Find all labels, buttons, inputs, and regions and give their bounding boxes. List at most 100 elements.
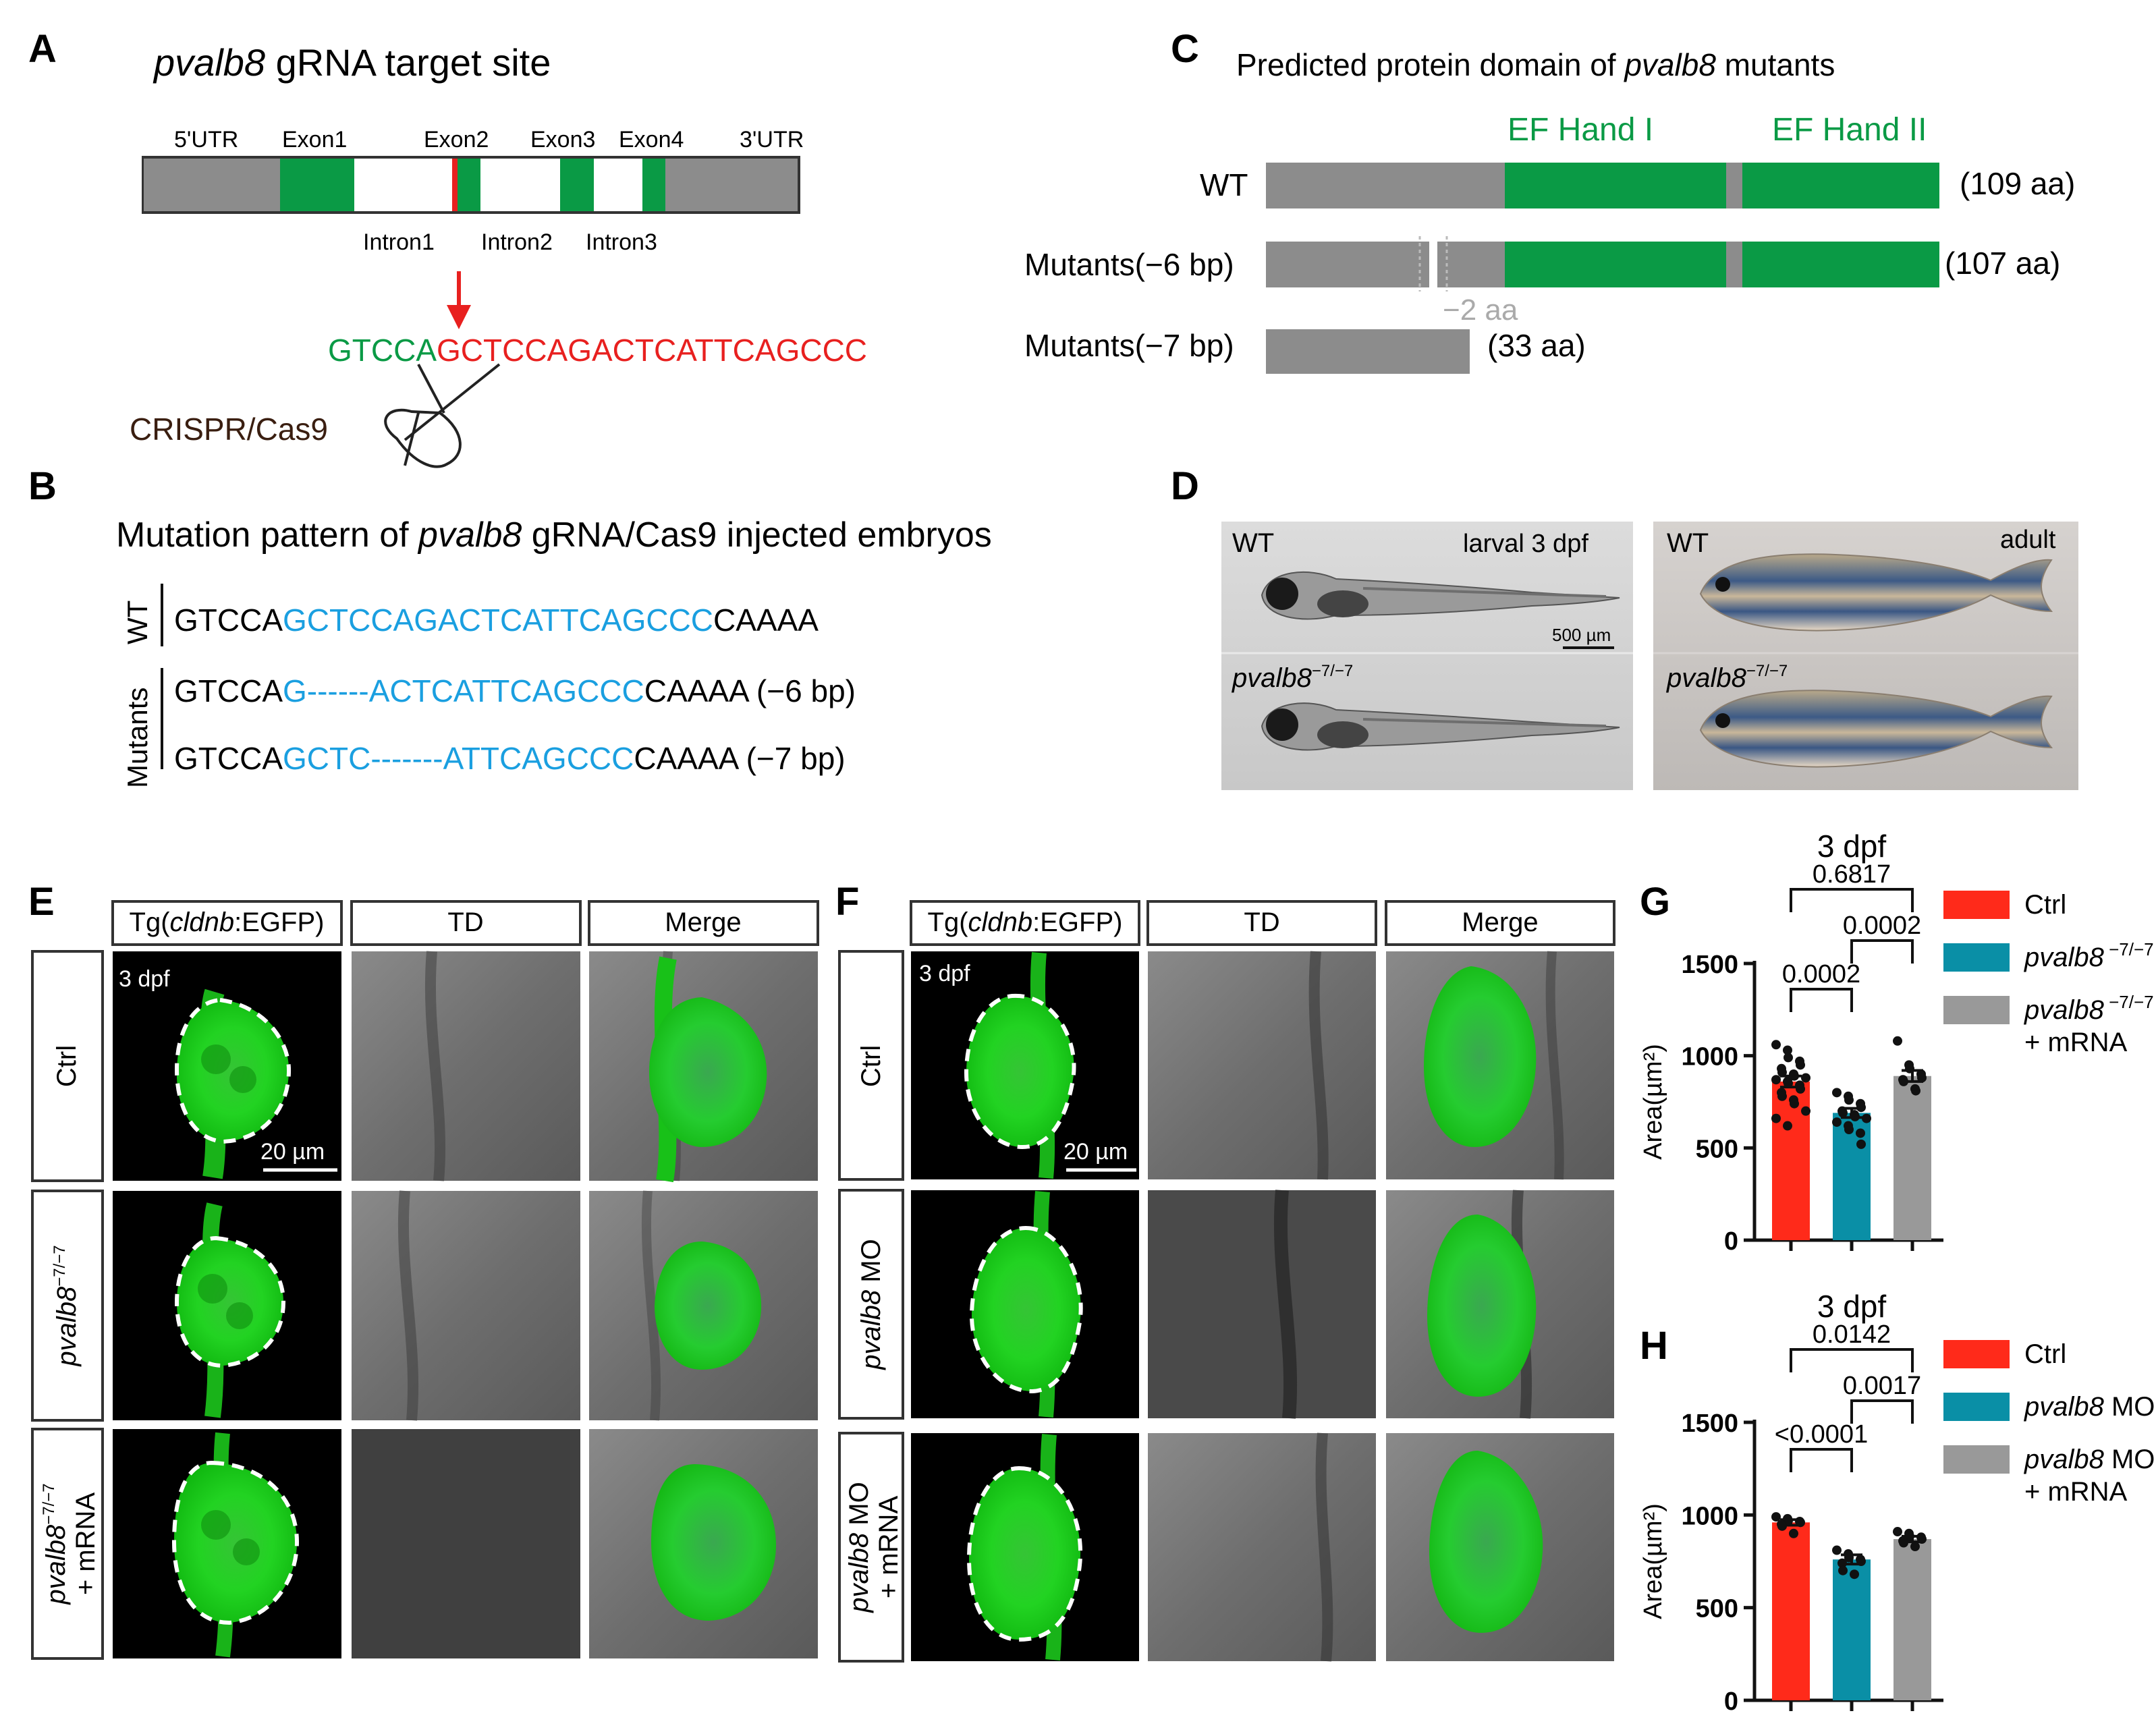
larva-wt-label: WT <box>1232 528 1274 558</box>
mutants-group-label: Mutants <box>121 688 153 788</box>
data-point <box>1862 1113 1871 1123</box>
panel-c-title: Predicted protein domain of pvalb8 mutan… <box>1236 47 1835 82</box>
p-value-label: 0.0002 <box>1843 912 1921 940</box>
data-point <box>1771 1040 1781 1050</box>
data-point <box>1771 1512 1781 1522</box>
row-box-ctrl <box>838 950 904 1181</box>
data-point <box>1789 1528 1798 1538</box>
data-point <box>1893 1527 1902 1537</box>
data-point <box>1844 1095 1854 1105</box>
larva-scale-label: 500 µm <box>1552 625 1611 645</box>
bar <box>1772 1522 1810 1700</box>
data-point <box>1784 1078 1793 1088</box>
data-point <box>1777 1067 1787 1078</box>
utr5-block <box>144 159 280 211</box>
data-point <box>1905 1531 1914 1541</box>
exon4-block <box>642 159 665 211</box>
y-tick-label: 1500 <box>1681 951 1738 979</box>
label-intron3: Intron3 <box>586 229 657 255</box>
legend-label-line2: + mRNA <box>2024 1477 2128 1507</box>
stage-label-f: 3 dpf <box>919 961 970 986</box>
comparison-bracket <box>1790 1448 1853 1472</box>
utr3-block <box>665 159 798 211</box>
data-point <box>1899 1076 1908 1086</box>
neuromast-f-ctrl <box>964 951 1537 1179</box>
col-header-merge: Merge <box>665 908 741 937</box>
panel-b: B Mutation pattern of pvalb8 gRNA/Cas9 i… <box>28 464 992 788</box>
panel-a-title: pvalb8 gRNA target site <box>153 41 551 84</box>
exon3-block <box>560 159 594 211</box>
larva-image: WT larval 3 dpf 500 µm pvalb8−7/−7 <box>1221 522 1633 790</box>
panel-letter: D <box>1171 464 1199 508</box>
cut-site-mark <box>452 159 458 211</box>
panel-b-title: Mutation pattern of pvalb8 gRNA/Cas9 inj… <box>116 515 992 555</box>
data-point <box>1790 1071 1799 1081</box>
data-point <box>1844 1553 1854 1563</box>
panel-letter-h: H <box>1640 1324 1668 1368</box>
legend-label-line2: + mRNA <box>2024 1028 2128 1057</box>
panel-letter: A <box>28 27 57 71</box>
domain-ef-hand-2: EF Hand II <box>1772 112 1927 148</box>
y-tick-label: 500 <box>1696 1135 1738 1163</box>
row-box-mo-rescue <box>838 1432 904 1663</box>
wt-protein-bar <box>1266 163 1939 208</box>
data-point <box>1832 1117 1842 1127</box>
label-exon4: Exon4 <box>619 127 684 152</box>
row-label-mutant: pvalb8−7/−7 <box>51 1245 82 1366</box>
larva-wt <box>1261 571 1620 620</box>
legend-swatch <box>1943 996 2010 1024</box>
panel-letter: E <box>28 880 55 924</box>
data-point <box>1801 1073 1811 1083</box>
cut-arrow <box>447 271 471 329</box>
col-header-box-td <box>1146 900 1377 946</box>
data-point <box>1844 1125 1854 1134</box>
row-label-ctrl: Ctrl <box>856 1045 886 1087</box>
comparison-bracket <box>1850 939 1914 964</box>
row-box-mutant <box>31 1190 104 1422</box>
row-label-rescue: pvalb8−7/−7 <box>40 1483 71 1605</box>
row-label-mut7: Mutants(−7 bp) <box>1024 328 1234 363</box>
panel-a: A pvalb8 gRNA target site 5'UTR Exon1 Ex… <box>28 27 867 468</box>
mutant2-sequence: GTCCAGCTC-------ATTCAGCCCCAAAA (−7 bp) <box>174 741 846 776</box>
data-point <box>1856 1103 1866 1113</box>
row-length-mut6: (107 aa) <box>1945 246 2060 281</box>
neuromast-e-ctrl <box>174 956 767 1183</box>
panel-letter-g: G <box>1640 880 1670 924</box>
larva-mutant <box>1261 702 1620 751</box>
data-point <box>1790 1098 1799 1109</box>
scissors-icon <box>384 363 501 468</box>
deletion-note: −2 aa <box>1443 294 1518 327</box>
panel-e: E Tg(cldnb:EGFP) TD Merge Ctrl pvalb8−7/… <box>28 880 819 1660</box>
data-point <box>1796 1060 1805 1070</box>
mutant1-sequence: GTCCAG------ACTCATTCAGCCCCAAAA (−6 bp) <box>174 673 856 708</box>
comparison-bracket <box>1790 1348 1914 1372</box>
label-3utr: 3'UTR <box>740 127 804 152</box>
col-header-merge: Merge <box>1462 908 1538 937</box>
data-point <box>1832 1545 1842 1555</box>
legend-label: Ctrl <box>2024 890 2066 920</box>
y-axis-label: Area(µm²) <box>1639 1044 1667 1160</box>
col-header-box-merge <box>588 900 819 946</box>
data-point <box>1777 1091 1787 1101</box>
panel-letter: C <box>1171 27 1199 71</box>
legend-swatch <box>1943 1340 2010 1368</box>
comparison-bracket <box>1790 988 1853 1012</box>
neuromast-e-mutant <box>174 1202 762 1418</box>
legend-label: pvalb8 MO <box>2024 1392 2155 1422</box>
wt-sequence: GTCCAGCTCCAGACTCATTCAGCCCCAAAA <box>174 603 819 638</box>
data-point <box>1771 1075 1781 1085</box>
legend-label: pvalb8 −7/−7 <box>2024 992 2154 1025</box>
col-header-gfp: Tg(cldnb:EGFP) <box>928 908 1123 937</box>
panel-letter: B <box>28 464 57 508</box>
mut6-protein-bar <box>1266 236 1939 291</box>
label-exon2: Exon2 <box>424 127 489 152</box>
panel-d: D WT larval 3 dpf 500 µm pvalb8−7/−7 <box>1171 464 2078 790</box>
mut7-protein-bar <box>1266 329 1470 374</box>
larva-mutant-label: pvalb8−7/−7 <box>1232 662 1353 693</box>
legend-swatch <box>1943 891 2010 919</box>
adult-fish-wt <box>1699 553 2053 632</box>
col-header-box-td <box>350 900 582 946</box>
data-point <box>1796 1517 1805 1528</box>
